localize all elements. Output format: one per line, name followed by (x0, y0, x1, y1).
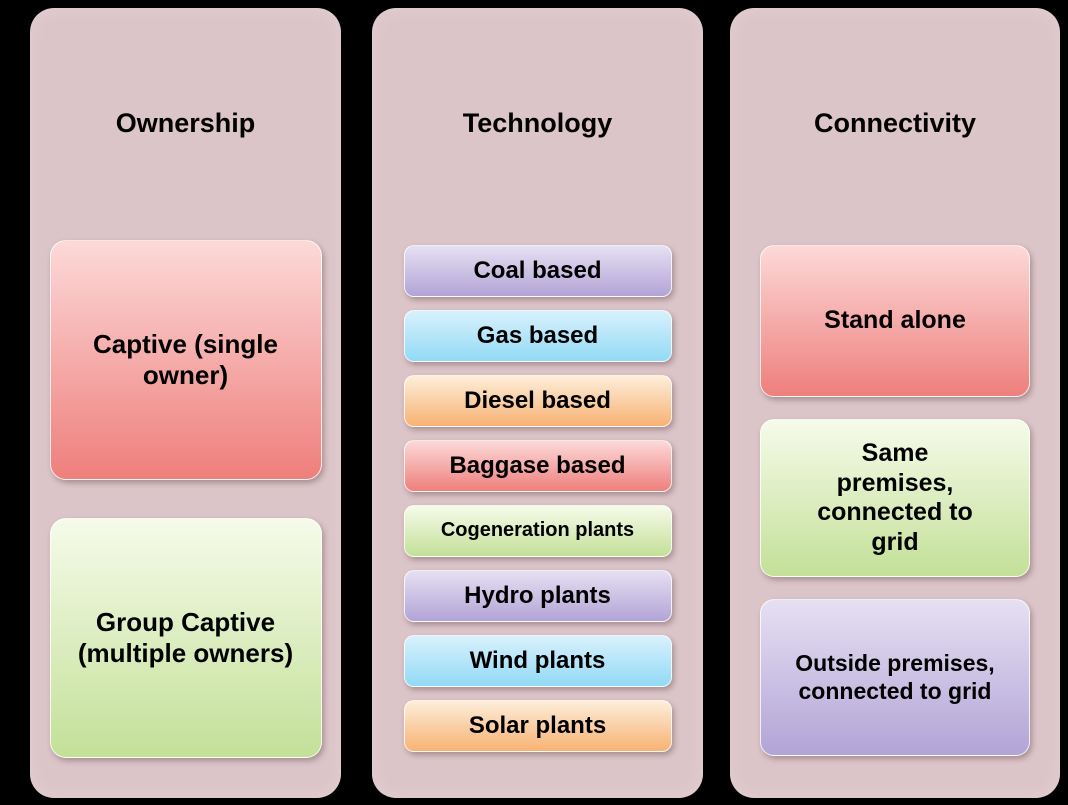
node-outside-premises-connected-to-grid: Outside premises, connected to grid (760, 599, 1030, 756)
panel-title-ownership: Ownership (115, 108, 256, 138)
panel-title-connectivity: Connectivity (813, 108, 977, 138)
panel-connectivity: Connectivity Stand alone Same premises, … (730, 8, 1060, 798)
node-coal-based: Coal based (403, 245, 672, 297)
node-baggase-based: Baggase based (403, 440, 672, 492)
panel-technology: Technology Coal based Gas based Diesel b… (372, 8, 703, 798)
node-diesel-based: Diesel based (403, 375, 672, 427)
node-gas-based: Gas based (403, 310, 672, 362)
node-cogeneration-plants: Cogeneration plants (403, 505, 672, 557)
ownership-boxes: Captive (single owner) Group Captive (mu… (30, 240, 341, 758)
node-solar-plants: Solar plants (403, 700, 672, 752)
technology-boxes: Coal based Gas based Diesel based Baggas… (372, 245, 703, 752)
node-same-premises-connected-to-grid: Same premises, connected to grid (760, 419, 1030, 577)
node-wind-plants: Wind plants (403, 635, 672, 687)
node-stand-alone: Stand alone (760, 245, 1030, 397)
node-group-captive-multiple-owners: Group Captive (multiple owners) (49, 518, 322, 758)
panel-ownership: Ownership Captive (single owner) Group C… (30, 8, 341, 798)
node-hydro-plants: Hydro plants (403, 570, 672, 622)
panel-title-technology: Technology (462, 108, 613, 138)
node-captive-single-owner: Captive (single owner) (49, 240, 322, 480)
connectivity-boxes: Stand alone Same premises, connected to … (730, 245, 1060, 756)
